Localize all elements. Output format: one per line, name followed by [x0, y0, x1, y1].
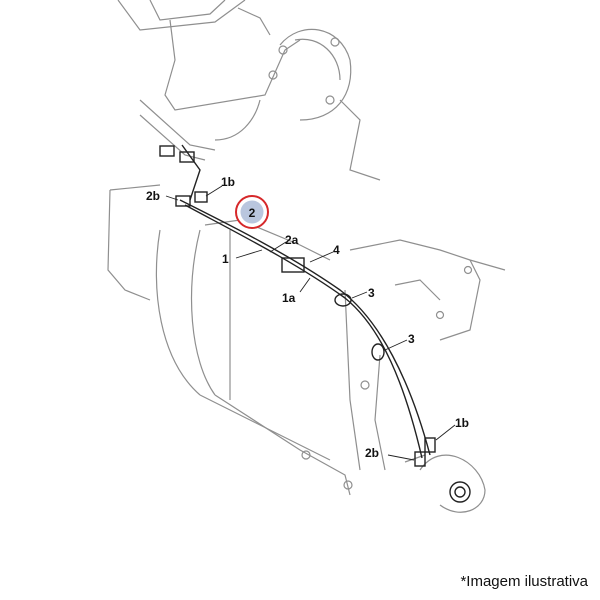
- bolt-3: [330, 37, 340, 47]
- converter-left-edge: [155, 229, 201, 396]
- body-right-flange: [439, 259, 481, 341]
- callout-3-lower: 3: [408, 332, 415, 346]
- upper-fitting-1: [159, 145, 175, 157]
- callout-1a: 1a: [282, 291, 296, 305]
- callout-2b-top: 2b: [146, 189, 160, 203]
- right-block: [339, 99, 381, 181]
- left-fitting-1b: [194, 191, 208, 203]
- callout-3-upper: 3: [368, 286, 375, 300]
- callout-2a: 2a: [285, 233, 299, 247]
- left-fitting-2b: [175, 195, 191, 207]
- leader-2a: [269, 241, 287, 253]
- upper-hose-fitting: [181, 144, 201, 201]
- highlight-marker: 2: [235, 195, 269, 229]
- right-flange-top: [394, 279, 441, 301]
- flywheel-cover: [279, 28, 352, 121]
- callout-2b-bottom: 2b: [365, 446, 379, 460]
- body-bottom-edge: [214, 394, 351, 496]
- callout-2: 2: [249, 206, 256, 220]
- upper-housing-edge: [237, 7, 271, 36]
- body-rib: [344, 289, 361, 471]
- callout-4: 4: [333, 243, 340, 257]
- clamp-3-lower: [371, 343, 385, 361]
- body-bottom-inner: [199, 394, 331, 461]
- leader-1b-top: [205, 185, 223, 197]
- left-housing: [107, 189, 151, 301]
- hose-1b: [184, 204, 423, 459]
- leader-1b-bottom: [435, 424, 456, 441]
- housing-linework: [107, 0, 506, 513]
- callout-1b-top: 1b: [221, 175, 235, 189]
- output-shaft: [454, 486, 466, 498]
- bolt-1: [278, 45, 288, 55]
- upper-housing: [164, 19, 301, 111]
- converter-inner-edge: [190, 229, 216, 396]
- flywheel-cover-inner: [294, 38, 341, 81]
- bolt-9: [360, 380, 370, 390]
- leader-1a: [299, 277, 311, 293]
- leader-2b-bottom: [387, 454, 415, 461]
- upper-pipe-b: [139, 114, 206, 161]
- output-flange: [449, 481, 471, 503]
- upper-pipe-c: [214, 99, 261, 141]
- bolt-4: [325, 95, 335, 105]
- leader-4: [309, 251, 334, 263]
- right-fitting-2b: [414, 451, 426, 467]
- bolt-6: [435, 310, 445, 320]
- hose-assembly: [159, 144, 436, 467]
- leader-1: [235, 249, 263, 259]
- upper-fitting-2: [179, 151, 195, 163]
- clamp-4: [281, 257, 305, 273]
- clamp-3-upper: [334, 293, 352, 307]
- upper-pipe-a: [139, 99, 216, 151]
- left-housing-top: [109, 184, 161, 191]
- callout-1b-bottom: 1b: [455, 416, 469, 430]
- leader-2b-top: [165, 195, 179, 201]
- bolt-7: [301, 450, 311, 460]
- highlight-fill: [240, 200, 264, 224]
- hose-1a: [179, 199, 431, 456]
- body-rib-2: [374, 354, 386, 471]
- top-box-inner: [149, 0, 226, 21]
- illustrative-image-caption: *Imagem ilustrativa: [460, 573, 588, 590]
- top-box-outline: [117, 0, 246, 31]
- leader-lines: [165, 185, 456, 461]
- callout-1: 1: [222, 252, 229, 266]
- right-fitting-1b: [424, 437, 436, 453]
- leader-3-lower: [384, 339, 408, 351]
- output-housing: [419, 454, 486, 513]
- bolt-5: [463, 265, 473, 275]
- converter-top-edge: [204, 219, 331, 261]
- leader-3-upper: [351, 291, 368, 299]
- bolt-2: [268, 70, 278, 80]
- callout-labels: 1b 2b 2a 1 4 1a 3 3 1b 2b: [146, 175, 469, 460]
- bolt-8: [343, 480, 353, 490]
- body-top-right: [349, 239, 506, 271]
